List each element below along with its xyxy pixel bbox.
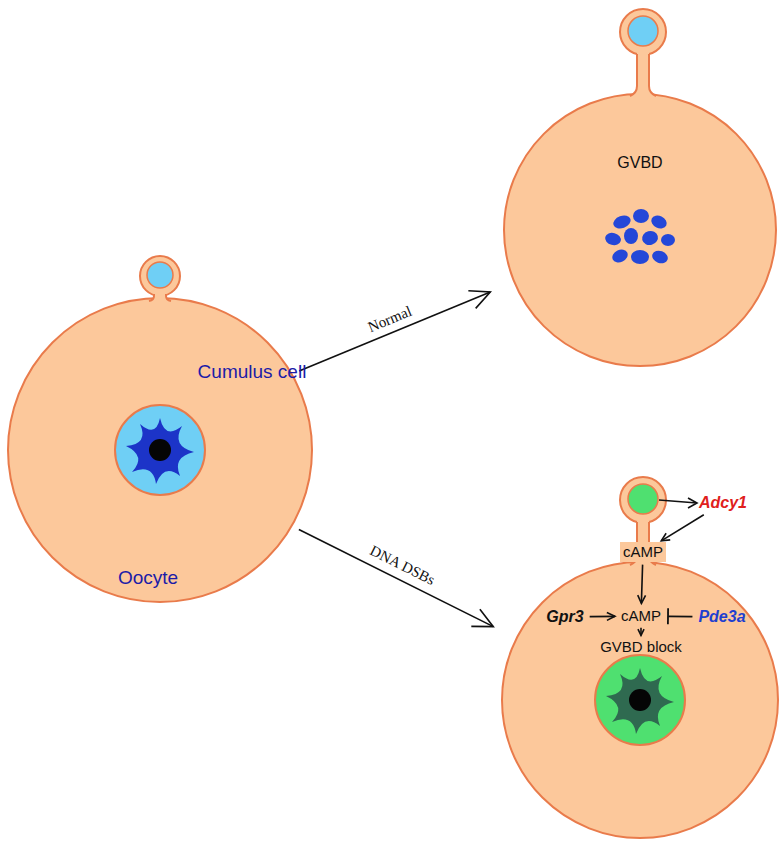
cumulus-body (620, 9, 666, 55)
connector (471, 609, 493, 626)
connector (638, 595, 646, 603)
node-text: cAMP (621, 607, 661, 624)
gene-label: Adcy1 (696, 493, 750, 513)
node-text: cAMP (623, 543, 663, 560)
node-text: Gpr3 (546, 608, 583, 626)
germinal-vesicle (595, 655, 685, 745)
connector (667, 608, 669, 624)
nucleolus (629, 689, 651, 711)
cumulus-neck (149, 54, 656, 565)
outcome-label: GVBD block (597, 637, 685, 656)
cumulus-nucleus (147, 262, 173, 288)
gene-label: Pde3a (695, 607, 748, 627)
connector (638, 629, 644, 635)
chromatin (126, 418, 194, 484)
germinal-vesicle (115, 405, 205, 495)
molecule-label: cAMP (618, 606, 664, 625)
connector (299, 529, 493, 626)
connector (668, 616, 692, 618)
connector (468, 291, 490, 309)
cumulus-cell: Cumulus cell (140, 256, 180, 296)
cumulus-nucleus (628, 16, 658, 46)
oocyte-body (502, 562, 778, 838)
oocyte: Oocyte (8, 298, 312, 602)
node-text: Oocyte (118, 567, 178, 589)
oocyte-body (504, 94, 776, 366)
edge-label: DNA DSBs (367, 543, 438, 590)
gene-label: Gpr3 (543, 607, 586, 627)
chromatin (606, 668, 674, 734)
nucleolus (149, 439, 171, 461)
node-text: Adcy1 (699, 494, 747, 512)
connector (661, 533, 670, 541)
chromatin-fragments (604, 209, 675, 265)
oocyte-body (8, 298, 312, 602)
connector (607, 613, 615, 621)
node-text: Pde3a (698, 608, 745, 626)
cumulus-nucleus (628, 484, 658, 514)
node-text: GVBD block (600, 638, 682, 655)
connector (641, 565, 642, 604)
oocyte: GVBD (504, 94, 776, 366)
edge-label: Normal (365, 302, 414, 335)
oocyte: cAMP Gpr3 Pde3aGVBD block (502, 562, 778, 838)
node-text: Cumulus cell (198, 361, 307, 383)
connector (661, 515, 704, 541)
connector (590, 616, 615, 618)
expression-arrow (659, 498, 697, 508)
connector (299, 292, 490, 371)
molecule-label: cAMP (620, 542, 666, 561)
node-text: GVBD (617, 154, 662, 172)
